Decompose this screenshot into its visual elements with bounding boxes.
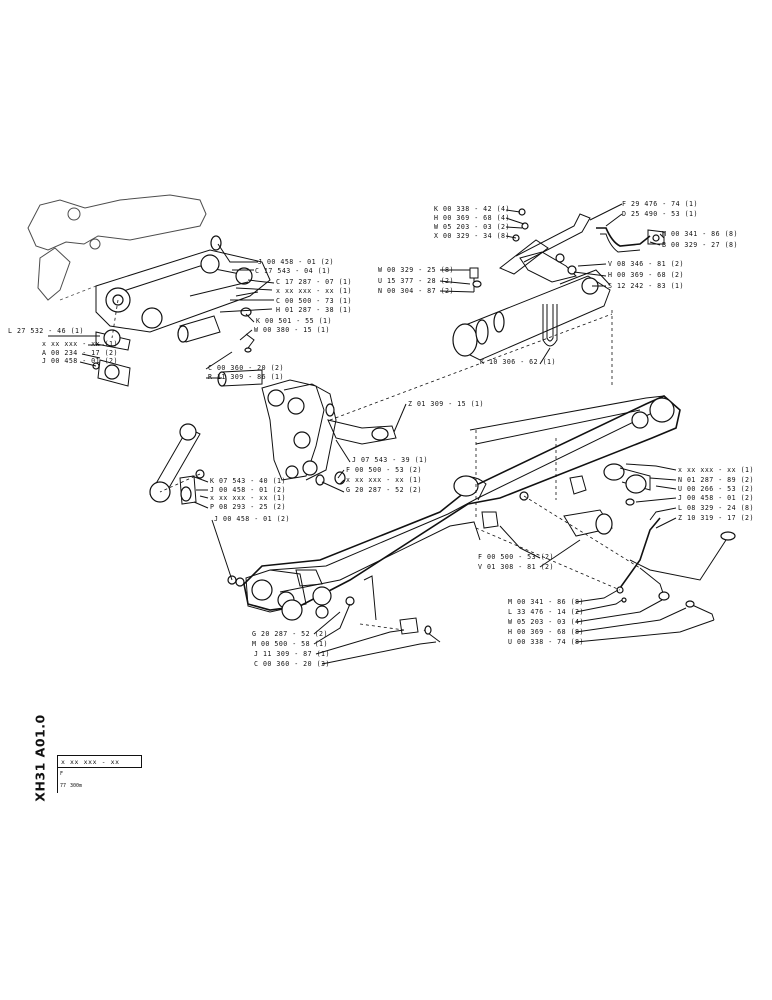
part-label: M 00 341 - 86 (8) bbox=[662, 230, 738, 238]
part-label: C 00 360 - 20 (2) bbox=[208, 364, 284, 372]
part-label: N 01 287 - 89 (2) bbox=[678, 476, 754, 484]
part-label: x xx xxx - xx (1) bbox=[346, 476, 422, 484]
part-label: F 29 476 - 74 (1) bbox=[622, 200, 698, 208]
drawing-code: XH31 A01.0 bbox=[30, 714, 50, 801]
part-label: F 00 500 - 53 (2) bbox=[478, 553, 554, 561]
part-label: H 00 369 - 68 (4) bbox=[434, 214, 510, 222]
part-label: P 08 293 - 25 (2) bbox=[210, 503, 286, 511]
part-label: K 10 306 - 62 (1) bbox=[480, 358, 556, 366]
part-label: D 25 490 - 53 (1) bbox=[622, 210, 698, 218]
part-label: L 33 476 - 14 (2) bbox=[508, 608, 584, 616]
part-label: C 00 500 - 73 (1) bbox=[276, 297, 352, 305]
part-label: J 00 458 - 01 (2) bbox=[214, 515, 290, 523]
part-label: B 00 329 - 27 (8) bbox=[662, 241, 738, 249]
part-label: J 00 458 - 01 (2) bbox=[210, 486, 286, 494]
part-label: x xx xxx - xx (1) bbox=[276, 287, 352, 295]
part-label: Z 10 319 - 17 (2) bbox=[678, 514, 754, 522]
part-label: H 00 369 - 68 (8) bbox=[508, 628, 584, 636]
title-block-row3-right: 300m bbox=[70, 783, 83, 789]
part-label: x xx xxx - xx (1) bbox=[678, 466, 754, 474]
part-label: C 00 360 - 20 (3) bbox=[254, 660, 330, 668]
leader-lines bbox=[48, 203, 715, 665]
part-label: J 00 458 - 01 (2) bbox=[678, 494, 754, 502]
title-block-row2: F bbox=[60, 771, 64, 777]
part-label: W 05 203 - 03 (4) bbox=[508, 618, 584, 626]
part-label: U 00 338 - 74 (8) bbox=[508, 638, 584, 646]
part-label: G 20 287 - 52 (2) bbox=[252, 630, 328, 638]
part-label: V 08 346 - 81 (2) bbox=[608, 260, 684, 268]
drawing-code-text: XH31 A01.0 bbox=[32, 714, 48, 802]
part-label: R 11 309 - 86 (1) bbox=[208, 373, 284, 381]
part-label: F 00 500 - 53 (2) bbox=[346, 466, 422, 474]
part-label: x xx xxx - xx (1) bbox=[210, 494, 286, 502]
part-label: M 00 341 - 86 (8) bbox=[508, 598, 584, 606]
hydraulic-cylinder bbox=[452, 208, 665, 361]
part-label: X 00 329 - 34 (8) bbox=[434, 232, 510, 240]
part-label: M 00 500 - 58 (1) bbox=[252, 640, 328, 648]
main-boom bbox=[235, 310, 681, 621]
part-label: W 00 380 - 15 (1) bbox=[254, 326, 330, 334]
boom-tip-sketch bbox=[27, 194, 207, 301]
part-label: J 07 543 - 39 (1) bbox=[352, 456, 428, 464]
part-label: C 17 543 - 04 (1) bbox=[255, 267, 331, 275]
part-label: Z 01 309 - 15 (1) bbox=[408, 400, 484, 408]
link-plates bbox=[149, 379, 397, 585]
part-label: H 01 287 - 38 (1) bbox=[276, 306, 352, 314]
part-label: x xx xxx - xx (1) bbox=[42, 340, 118, 348]
part-label: L 27 532 - 46 (1) bbox=[8, 327, 84, 335]
part-label: J 00 458 - 01 (2) bbox=[42, 357, 118, 365]
part-label: K 00 338 - 42 (4) bbox=[434, 205, 510, 213]
part-label: G 20 287 - 52 (2) bbox=[346, 486, 422, 494]
part-label: S 12 242 - 83 (1) bbox=[608, 282, 684, 290]
part-label: J 00 458 - 01 (2) bbox=[258, 258, 334, 266]
part-label: J 11 309 - 87 (1) bbox=[254, 650, 330, 658]
guide-lines bbox=[111, 299, 641, 631]
part-label: L 08 329 - 24 (8) bbox=[678, 504, 754, 512]
part-label: C 17 287 - 07 (1) bbox=[276, 278, 352, 286]
part-label: U 15 377 - 28 (2) bbox=[378, 277, 454, 285]
part-label: H 00 369 - 68 (2) bbox=[608, 271, 684, 279]
part-label: W 05 203 - 03 (2) bbox=[434, 223, 510, 231]
part-label: K 00 501 - 55 (1) bbox=[256, 317, 332, 325]
part-label: K 07 543 - 40 (1) bbox=[210, 477, 286, 485]
part-label: U 00 266 - 53 (2) bbox=[678, 485, 754, 493]
part-label: A 00 234 - 17 (2) bbox=[42, 349, 118, 357]
part-label: V 01 308 - 81 (2) bbox=[478, 563, 554, 571]
title-block-row3-left: 77 bbox=[60, 783, 67, 789]
serial-number: x xx xxx - xx bbox=[58, 755, 142, 768]
part-label: N 00 304 - 87 (2) bbox=[378, 287, 454, 295]
right-parts bbox=[399, 463, 736, 643]
part-label: W 00 329 - 25 (8) bbox=[378, 266, 454, 274]
